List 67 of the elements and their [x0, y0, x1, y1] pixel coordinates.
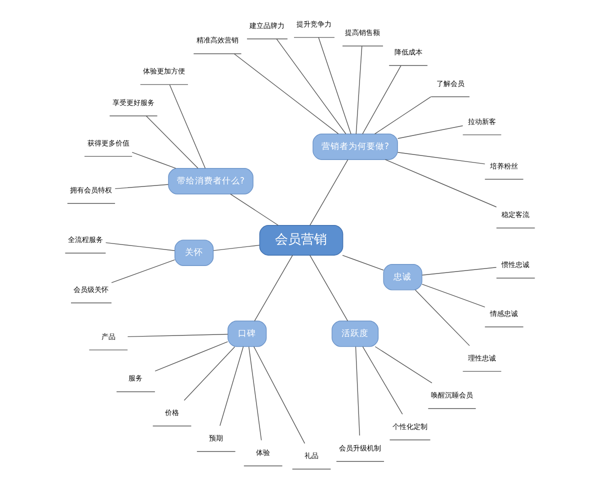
node-text: 个性化定制: [392, 421, 428, 430]
connector: [111, 259, 176, 283]
node-text: 培养粉丝: [490, 160, 518, 170]
connector: [397, 124, 464, 138]
connector: [384, 158, 497, 207]
connector: [184, 346, 236, 400]
node-text: 会员级关怀: [74, 284, 109, 294]
node-text: 理性忠诚: [468, 352, 496, 362]
node-box: 营销者为何要做?: [312, 133, 398, 160]
connector: [254, 346, 306, 444]
node-text: 惯性忠诚: [502, 260, 530, 269]
connector: [127, 333, 228, 337]
node-text: 提升竞争力: [296, 18, 332, 28]
connector: [397, 152, 486, 164]
node-text: 产品: [101, 331, 116, 340]
node-text: 拥有会员特权: [70, 184, 112, 194]
connector: [132, 151, 176, 168]
connector: [342, 254, 384, 270]
node-text: 唤醒沉睡会员: [430, 390, 473, 400]
connector: [105, 242, 175, 250]
connector: [374, 96, 432, 134]
node-text: 享受更好服务: [112, 97, 154, 106]
connector: [169, 84, 206, 168]
connector: [213, 244, 260, 250]
node-text: 价格: [165, 407, 180, 416]
node-text: 体验: [256, 447, 270, 456]
node-text: 建立品牌力: [250, 20, 285, 30]
node-box: 忠诚: [383, 263, 422, 290]
connector: [356, 45, 362, 134]
connector: [154, 340, 228, 371]
connector: [414, 289, 470, 346]
node-text: 精准高效营销: [196, 35, 238, 44]
node-box: 带给消费者什么?: [168, 168, 254, 194]
connector: [310, 254, 348, 321]
node-text: 服务: [128, 373, 143, 382]
node-box: 关怀: [174, 239, 214, 266]
node-text: 提高销售额: [345, 27, 380, 36]
connector: [248, 346, 262, 440]
node-text: 获得更多价值: [87, 138, 130, 147]
connector: [362, 346, 403, 414]
node-text: 预期: [209, 432, 224, 442]
node-text: 稳定客流: [502, 210, 530, 219]
connector: [254, 254, 293, 321]
node-text: 情感忠诚: [490, 308, 518, 318]
connector: [362, 64, 402, 134]
connector: [230, 193, 279, 226]
node-text: 拉动新客: [468, 116, 496, 126]
connector: [310, 158, 348, 226]
node-box: 口碑: [228, 320, 267, 346]
connector: [422, 283, 486, 307]
connector: [146, 115, 198, 168]
connector: [422, 266, 497, 275]
node-text: 体验更加方便: [143, 66, 186, 76]
node-text: 全流程服务: [68, 234, 103, 244]
node-text: 礼品: [304, 450, 319, 460]
node-text: 会员升级机制: [339, 442, 382, 452]
connector: [114, 184, 169, 189]
connector: [234, 53, 339, 134]
connector: [355, 346, 360, 436]
connector: [318, 36, 352, 134]
connector: [276, 38, 346, 134]
node-text: 了解会员: [436, 78, 464, 88]
node-text: 降低成本: [394, 46, 422, 56]
node-box: 活跃度: [332, 320, 379, 346]
node-box: 会员营销: [259, 224, 344, 256]
connector: [220, 346, 244, 426]
connector: [374, 346, 432, 383]
